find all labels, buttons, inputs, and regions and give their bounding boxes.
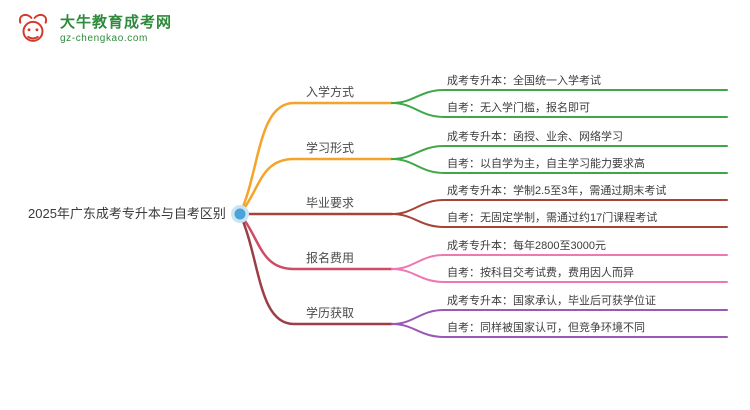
child-topic-0-0[interactable]: 成考专升本：全国统一入学考试 <box>447 75 601 87</box>
child-curve-1-1 <box>391 158 728 174</box>
site-logo[interactable]: 大牛教育成考网 gz-chengkao.com <box>14 10 172 48</box>
root-node[interactable] <box>231 205 249 223</box>
bull-logo-icon <box>14 10 52 48</box>
child-topic-2-1[interactable]: 自考：无固定学制，需通过约17门课程考试 <box>447 212 658 224</box>
branch-label-registration-fee[interactable]: 报名费用 <box>306 251 355 265</box>
child-topic-1-0[interactable]: 成考专升本：函授、业余、网络学习 <box>447 131 623 143</box>
root-node-dot[interactable] <box>234 208 246 220</box>
branch-curve-degree <box>238 212 394 326</box>
branch-curve-fee <box>238 212 394 271</box>
branch-label-study-format[interactable]: 学习形式 <box>306 141 355 155</box>
branch-label-degree-acquisition[interactable]: 学历获取 <box>306 306 355 320</box>
child-curve-3-1 <box>391 268 728 283</box>
branch-label-admission-method[interactable]: 入学方式 <box>306 85 355 99</box>
child-curve-0-1 <box>391 102 728 118</box>
child-topic-4-1[interactable]: 自考：同样被国家认可，但竞争环境不同 <box>447 322 645 334</box>
child-topic-3-1[interactable]: 自考：按科目交考试费，费用因人而异 <box>447 267 634 279</box>
logo-domain: gz-chengkao.com <box>60 33 148 44</box>
child-curve-2-1 <box>391 213 728 228</box>
branch-label-graduation-requirements[interactable]: 毕业要求 <box>306 196 355 210</box>
child-curve-4-1 <box>391 323 728 338</box>
child-topic-4-0[interactable]: 成考专升本：国家承认，毕业后可获学位证 <box>447 295 656 307</box>
child-topic-3-0[interactable]: 成考专升本：每年2800至3000元 <box>447 240 606 252</box>
child-topic-0-1[interactable]: 自考：无入学门槛，报名即可 <box>447 102 590 114</box>
branch-curve-study <box>238 157 394 216</box>
child-topic-1-1[interactable]: 自考：以自学为主，自主学习能力要求高 <box>447 158 645 170</box>
logo-title: 大牛教育成考网 <box>60 14 173 31</box>
branch-curve-admission <box>238 101 394 216</box>
child-topic-2-0[interactable]: 成考专升本：学制2.5至3年，需通过期末考试 <box>447 185 667 197</box>
root-topic[interactable]: 2025年广东成考专升本与自考区别 <box>28 206 226 221</box>
logo-text: 大牛教育成考网 gz-chengkao.com <box>60 13 172 45</box>
